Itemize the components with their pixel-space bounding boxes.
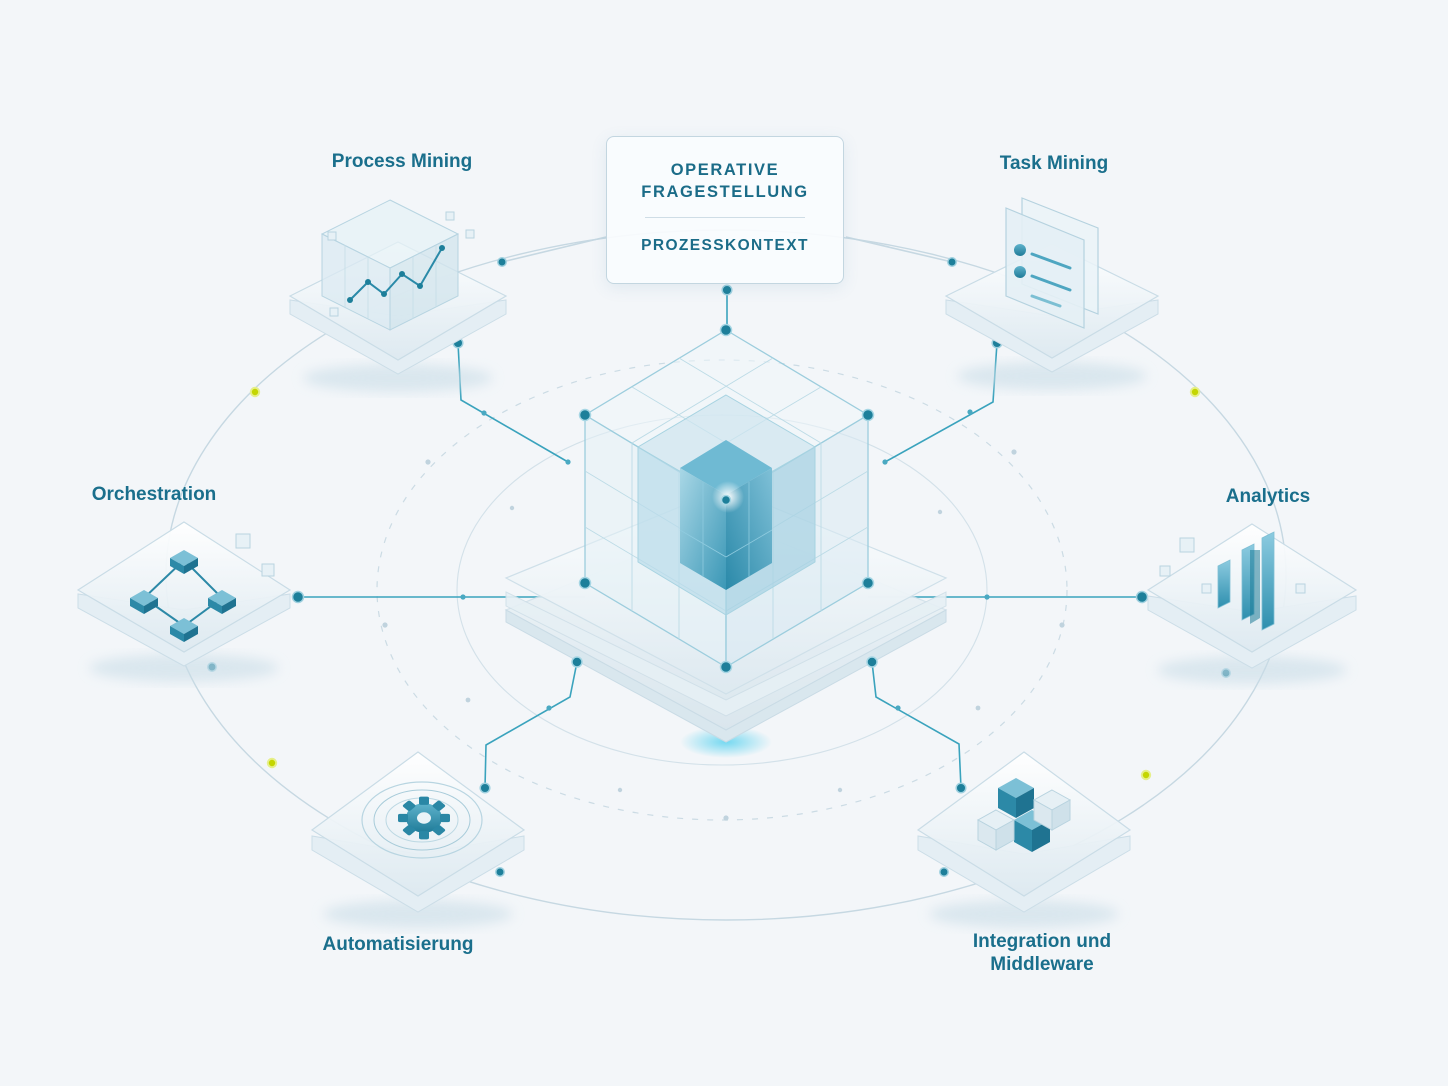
label-automatisierung: Automatisierung — [322, 934, 474, 955]
cube-chart-icon — [320, 199, 475, 331]
process-mining-platform[interactable] — [288, 199, 508, 392]
label-orchestration: Orchestration — [91, 484, 217, 505]
integration-platform[interactable] — [916, 751, 1132, 928]
analytics-platform[interactable] — [1146, 523, 1358, 684]
question-line-1: OPERATIVE — [670, 161, 780, 179]
label-process-mining: Process Mining — [331, 151, 473, 172]
label-integration-middleware: Integration und Middleware — [942, 930, 1142, 976]
stacked-cubes-icon — [976, 778, 1072, 852]
bar-chart-icon — [1159, 531, 1306, 631]
operative-question: OPERATIVE FRAGESTELLUNG — [607, 159, 843, 203]
context-divider — [645, 217, 805, 218]
label-analytics: Analytics — [1225, 486, 1311, 507]
process-context: PROZESSKONTEXT — [641, 237, 809, 254]
question-line-2: FRAGESTELLUNG — [641, 183, 809, 201]
orbit-accent-dots — [249, 386, 1201, 781]
gear-icon — [361, 781, 483, 859]
orchestration-platform[interactable] — [76, 521, 292, 682]
label-task-mining: Task Mining — [999, 153, 1109, 174]
center-glass-cube-icon — [504, 323, 948, 758]
task-mining-platform[interactable] — [944, 197, 1160, 390]
label-integration-line-1: Integration und — [972, 931, 1112, 952]
flow-diagram-icon — [130, 533, 275, 642]
label-integration-line-2: Middleware — [990, 954, 1094, 975]
document-list-icon — [1005, 197, 1099, 329]
automatisierung-platform[interactable] — [310, 751, 526, 928]
context-box: OPERATIVE FRAGESTELLUNG PROZESSKONTEXT — [606, 136, 844, 284]
orbit-dots — [382, 449, 1065, 821]
connector-small-dots — [460, 409, 990, 711]
